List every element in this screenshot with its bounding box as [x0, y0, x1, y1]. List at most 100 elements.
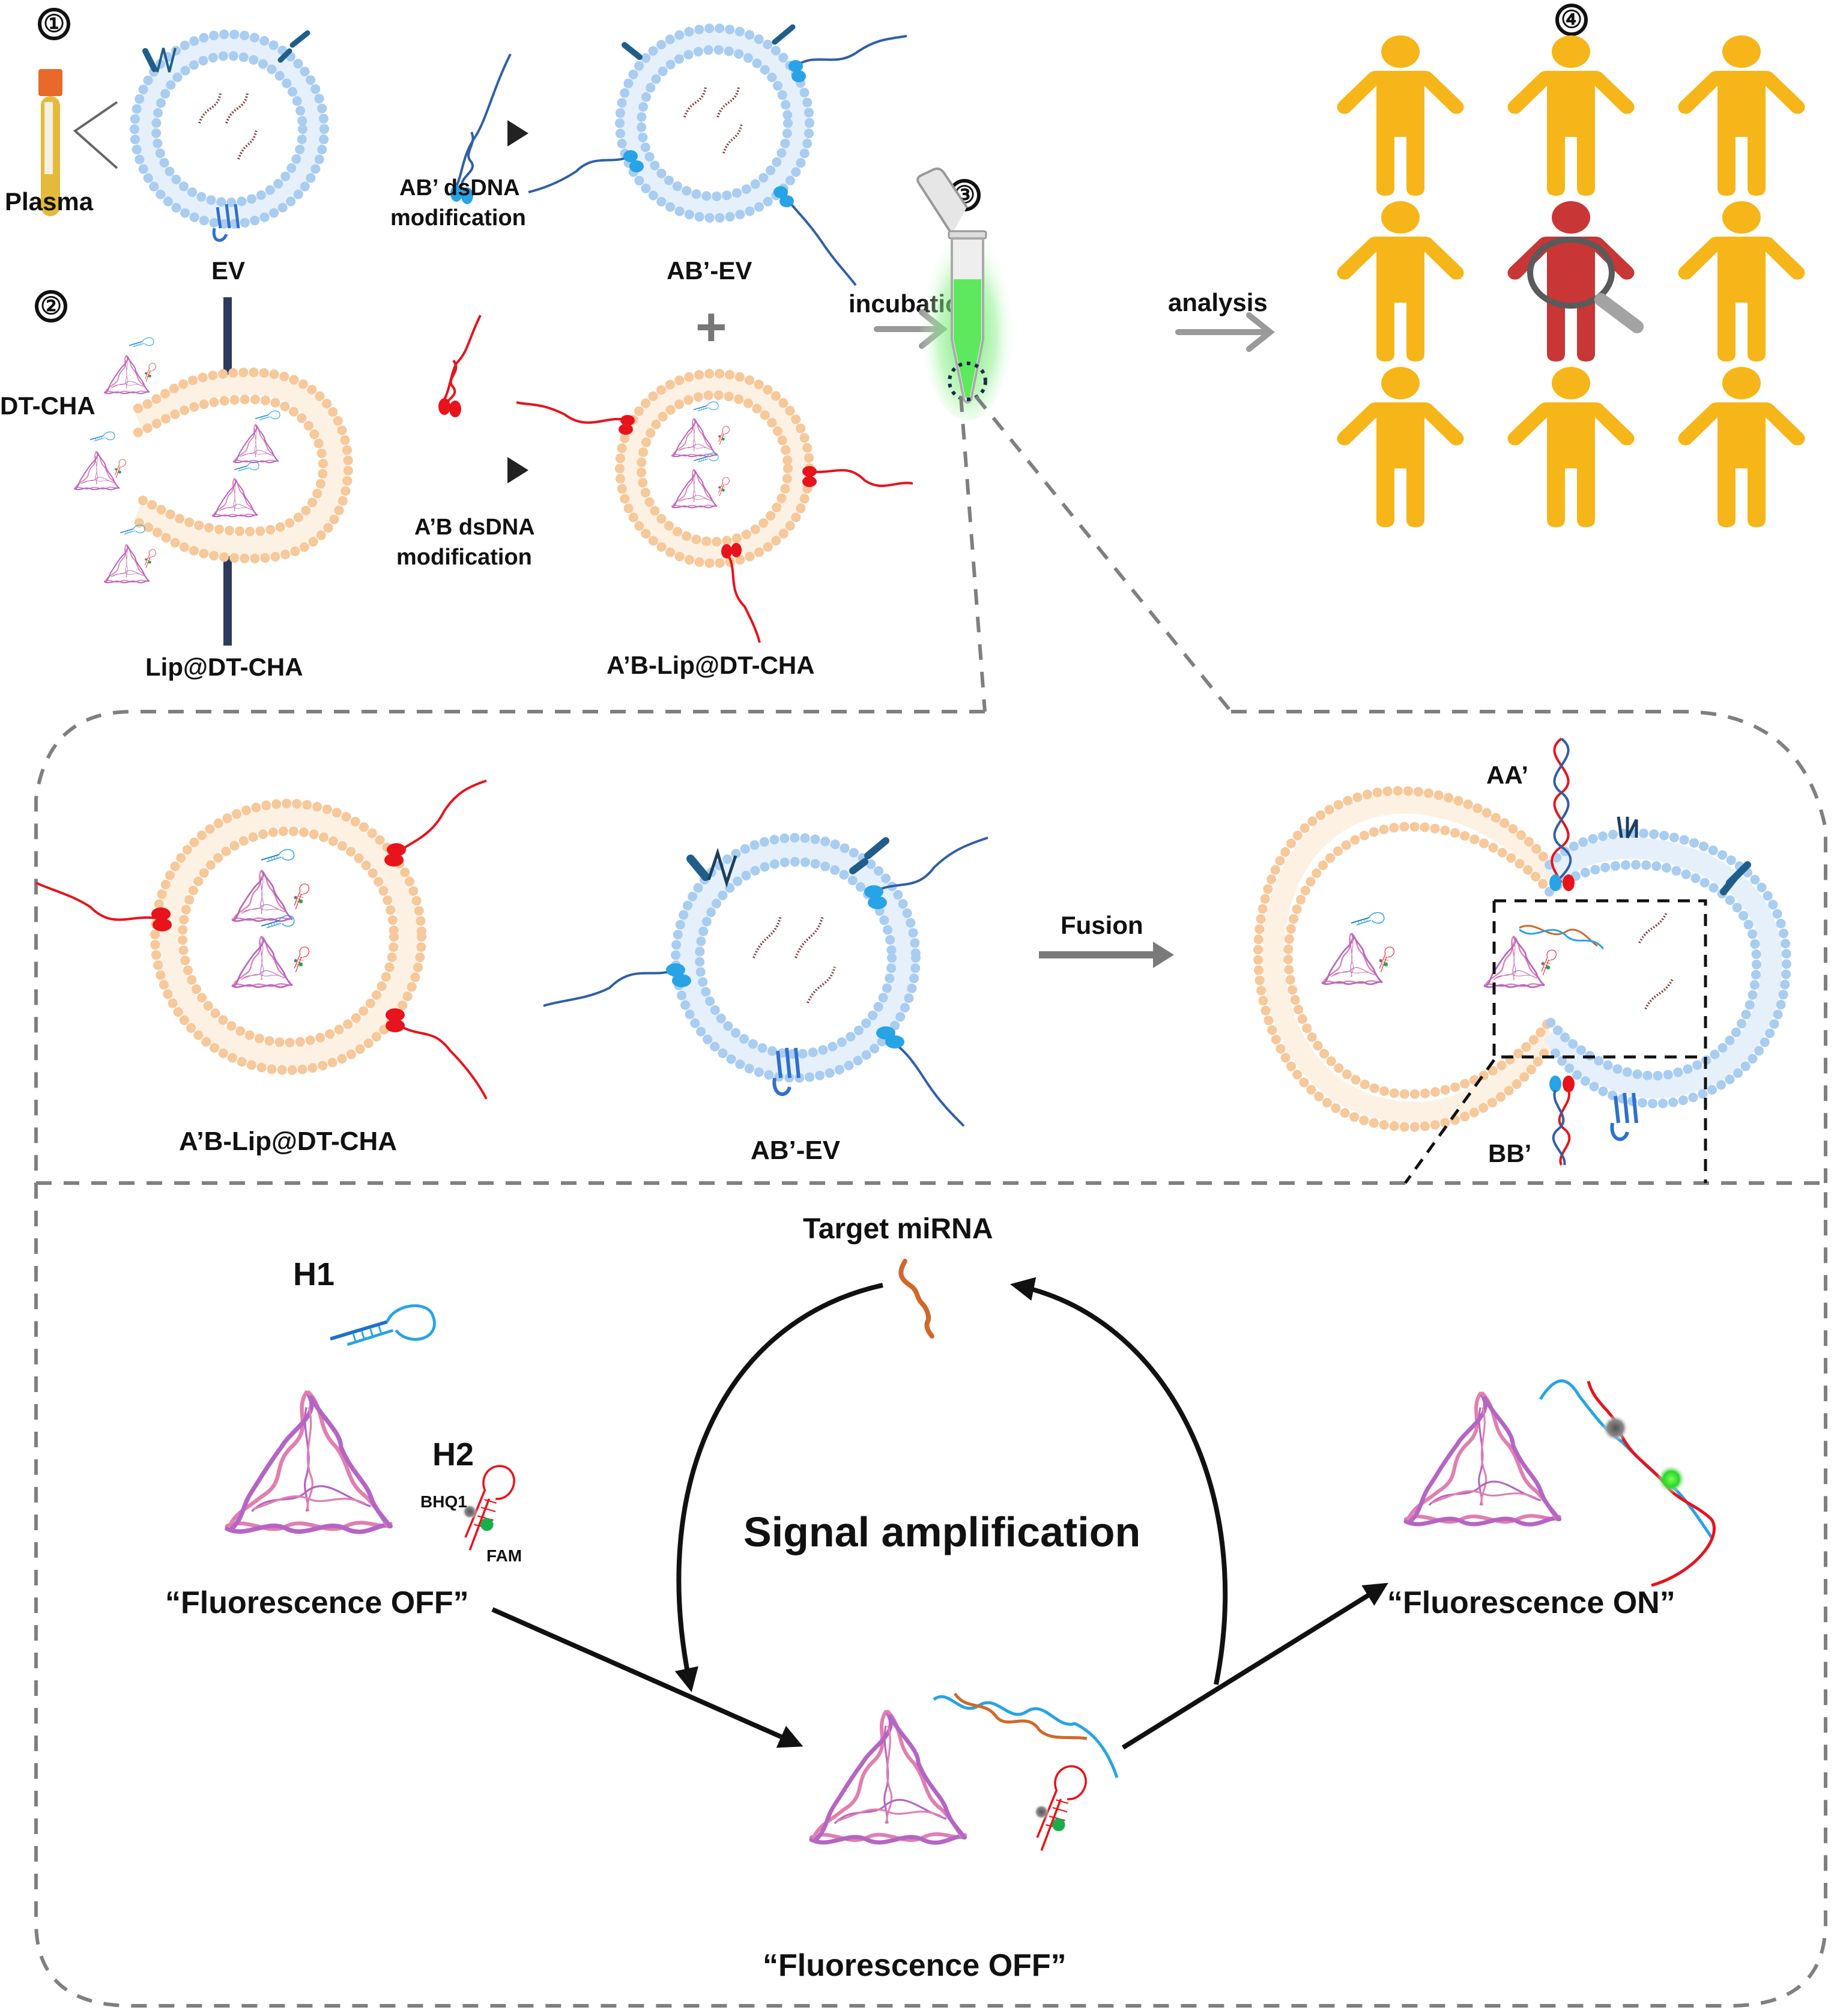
- h1-hairpin-icon: [255, 410, 280, 421]
- fusion-ev-label: AB’-EV: [751, 1136, 841, 1165]
- target-mirna-icon: [898, 1259, 934, 1339]
- a-prime-b-lip-label: A’B-Lip@DT-CHA: [607, 651, 815, 679]
- person-icon: [1678, 367, 1805, 527]
- a-prime-b-dsdna-reagent: [438, 315, 482, 417]
- cycle-arc-right: [1010, 1277, 1228, 1685]
- person-icon: [1678, 35, 1805, 196]
- h2-label: H2: [432, 1436, 474, 1473]
- ev-vesicle: [130, 29, 329, 242]
- dtcha-icon: [232, 424, 279, 464]
- h2-hairpin-icon: [1033, 1765, 1087, 1852]
- extrusion-membrane-bottom: [223, 549, 232, 646]
- target-mirna-label: Target miRNA: [803, 1213, 993, 1245]
- h1-hairpin-icon: [330, 1306, 434, 1345]
- person-icon: [1337, 201, 1464, 362]
- fused-vesicle: [1253, 786, 1792, 1141]
- fam-label: FAM: [486, 1546, 522, 1565]
- ab-ev-vesicle: [528, 23, 907, 286]
- person-icon: [1337, 367, 1464, 527]
- h1-hairpin-icon: [129, 337, 154, 348]
- signal-amplification-label: Signal amplification: [743, 1509, 1140, 1555]
- h1-label: H1: [293, 1256, 334, 1292]
- dtcha-icon: [73, 451, 120, 491]
- arrow-step2-head: [507, 457, 528, 483]
- inner-zoom-callout: [1403, 1059, 1496, 1184]
- forming-liposome: [133, 367, 354, 564]
- dtcha-icon: [671, 418, 718, 458]
- fusion-liposome-label: A’B-Lip@DT-CHA: [179, 1127, 397, 1156]
- tetrahedron-icon: [811, 1712, 965, 1842]
- ev-label: EV: [211, 256, 245, 285]
- cha-panel-border: [34, 1183, 1827, 2008]
- ab-modification-line2: modification: [390, 205, 526, 231]
- h2-hairpin-icon: [293, 946, 310, 973]
- bb-prime-label: BB’: [1488, 1139, 1531, 1167]
- person-icon: [1337, 35, 1464, 196]
- dtcha-icon: [231, 936, 293, 988]
- dtcha-label: DT-CHA: [0, 392, 95, 420]
- zoom-callout-line-right: [974, 395, 1233, 713]
- h1-hairpin-icon: [261, 849, 295, 862]
- analysis-arrow: [1175, 312, 1276, 352]
- h1-hairpin-icon: [1351, 912, 1385, 925]
- step-4-number: ④: [1555, 4, 1588, 36]
- a-prime-b-dsdna-attached: [516, 401, 913, 643]
- h1-hairpin-icon: [90, 431, 115, 442]
- person-icon: [1507, 35, 1635, 196]
- step-4-number-text: ④: [1561, 7, 1582, 33]
- membrane-protein-icon: [142, 47, 177, 73]
- membrane-protein-icon: [1720, 861, 1751, 895]
- dtcha-icon: [211, 478, 258, 518]
- step-2-number: ②: [35, 290, 67, 322]
- dtcha-icon: [671, 469, 718, 509]
- step-1-number-text: ①: [43, 11, 65, 37]
- aa-prime-duplex: [1549, 737, 1575, 891]
- aa-prime-label: AA’: [1486, 761, 1528, 789]
- bhq1-quencher-dot: [1602, 1415, 1629, 1441]
- arrow-step1-head: [507, 120, 528, 147]
- inner-zoom-box: [1492, 899, 1707, 1183]
- h2-hairpin-icon: [461, 1465, 515, 1552]
- fusion-arrow-head: [1153, 942, 1174, 968]
- zoom-callout-line-left: [959, 396, 987, 712]
- h1-hairpin-icon: [234, 461, 259, 472]
- step-2-number-text: ②: [40, 293, 62, 319]
- h2-hairpin-icon: [114, 459, 126, 479]
- person-icon: [1678, 201, 1805, 362]
- analysis-label: analysis: [1168, 288, 1268, 316]
- cycle-arc-left: [674, 1283, 883, 1692]
- membrane-protein-icon: [212, 204, 240, 242]
- a-prime-b-liposome: [516, 369, 913, 643]
- dtcha-icon: [1321, 933, 1383, 985]
- zoom-bracket: [73, 101, 118, 169]
- arrow-to-bottom: [491, 1607, 803, 1748]
- dtcha-icon: [103, 355, 150, 395]
- plasma-label: Plasma: [5, 187, 94, 216]
- fam-fluorophore-dot: [1657, 1465, 1686, 1494]
- magnifier-icon: [1527, 237, 1644, 333]
- bhq1-label: BHQ1: [420, 1492, 467, 1511]
- plus-sign: +: [695, 297, 727, 357]
- ab-dsdna-attached: [528, 35, 907, 286]
- tetrahedron-icon: [1406, 1393, 1560, 1524]
- ab-modification-line1: AB’ dsDNA: [399, 175, 520, 201]
- person-icon: [1507, 367, 1635, 527]
- dtcha-off-left: [227, 1306, 515, 1552]
- fusion-liposome: [35, 779, 488, 1100]
- lip-dtcha-label: Lip@DT-CHA: [145, 653, 303, 681]
- h2-hairpin-icon: [718, 477, 730, 497]
- fusion-panel-border: [34, 710, 1827, 1185]
- h2-hairpin-icon: [1378, 946, 1395, 973]
- membrane-protein-icon: [1617, 816, 1638, 839]
- h2-hairpin-icon: [144, 549, 156, 569]
- person-icon-highlighted: [1507, 201, 1635, 362]
- population-grid: [1337, 35, 1805, 527]
- h2-hairpin-icon: [718, 426, 730, 446]
- h1-hairpin-icon: [694, 401, 719, 412]
- h2-hairpin-icon: [144, 363, 156, 383]
- fusion-ev: [543, 833, 988, 1127]
- step-1-number: ①: [38, 8, 70, 40]
- fluorescence-on-label: “Fluorescence ON”: [1387, 1585, 1675, 1620]
- ab-ev-label: AB’-EV: [667, 256, 752, 285]
- membrane-protein-icon: [1610, 1092, 1638, 1141]
